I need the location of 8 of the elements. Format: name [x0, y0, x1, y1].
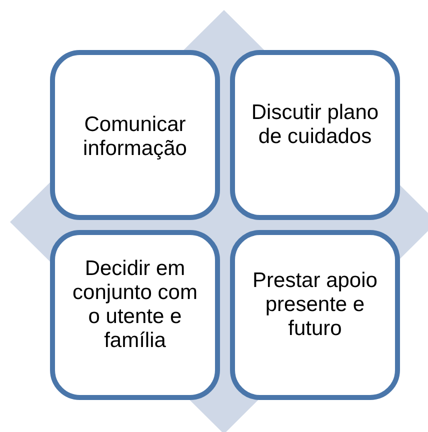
box-text: Comunicar informação	[82, 113, 188, 161]
rounded-box	[50, 230, 220, 400]
rounded-box	[230, 230, 400, 400]
box-text: Discutir plano de cuidados	[250, 101, 380, 149]
box-text: Decidir em conjunto com o utente e família	[72, 257, 198, 353]
box-text: Prestar apoio presente e futuro	[252, 269, 378, 341]
rounded-box	[50, 50, 220, 220]
rounded-box	[230, 50, 400, 220]
